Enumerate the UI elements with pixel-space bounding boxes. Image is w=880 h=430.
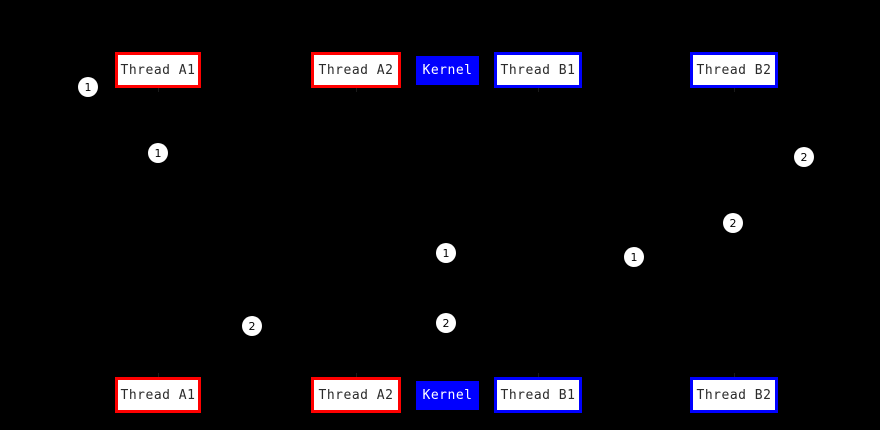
lifeline-tick-a2-top [356,88,357,92]
actor-box-thread-a1-bottom[interactable]: Thread A1 [115,377,201,413]
actor-label-thread-a2-bottom: Thread A2 [318,387,394,403]
actor-label-thread-a1-top: Thread A1 [120,62,196,78]
lifeline-thread-b1 [538,88,539,377]
lifeline-thread-a2 [356,88,357,377]
actor-box-thread-a1-top[interactable]: Thread A1 [115,52,201,88]
sequence-badge-label: 1 [630,250,638,264]
actor-box-thread-b2-bottom[interactable]: Thread B2 [690,377,778,413]
actor-label-thread-b2-bottom: Thread B2 [696,387,772,403]
actor-box-kernel-bottom[interactable]: Kernel [416,381,479,410]
actor-box-thread-a2-top[interactable]: Thread A2 [311,52,401,88]
sequence-badge-label: 2 [729,216,737,230]
actor-label-kernel-bottom: Kernel [422,388,473,403]
message-line-3 [537,215,735,269]
message-line-4 [355,215,735,329]
sequence-badge-label: 2 [800,150,808,164]
sequence-badge: 2 [436,313,456,333]
message-line-1 [157,99,448,246]
actor-label-thread-b1-bottom: Thread B1 [500,387,576,403]
lifeline-tick-a1-bottom [158,373,159,377]
sequence-badge: 2 [242,316,262,336]
sequence-badge: 1 [148,143,168,163]
actor-box-thread-b1-top[interactable]: Thread B1 [494,52,582,88]
sequence-badge: 2 [794,147,814,167]
lifeline-tick-b1-bottom [538,373,539,377]
sequence-badge-label: 1 [442,246,450,260]
actor-box-kernel-top[interactable]: Kernel [416,56,479,85]
sequence-badge: 2 [723,213,743,233]
lifeline-kernel [447,85,448,378]
actor-label-thread-b2-top: Thread B2 [696,62,772,78]
actor-label-thread-b1-top: Thread B1 [500,62,576,78]
actor-box-thread-b1-bottom[interactable]: Thread B1 [494,377,582,413]
message-line-2 [446,261,539,269]
lifeline-tick-a1-top [158,88,159,92]
sequence-badge: 1 [436,243,456,263]
sequence-badge-label: 1 [84,80,92,94]
message-line-5 [157,329,357,367]
sequence-badge: 1 [624,247,644,267]
actor-label-kernel-top: Kernel [422,63,473,78]
actor-label-thread-a1-bottom: Thread A1 [120,387,196,403]
actor-box-thread-a2-bottom[interactable]: Thread A2 [311,377,401,413]
lifeline-tick-b2-bottom [734,373,735,377]
sequence-badge-label: 1 [154,146,162,160]
actor-box-thread-b2-top[interactable]: Thread B2 [690,52,778,88]
lifeline-thread-a1 [158,88,159,377]
lifeline-tick-b1-top [538,88,539,92]
sequence-badge-label: 2 [442,316,450,330]
sequence-badge-label: 2 [248,319,256,333]
lifeline-tick-a2-bottom [356,373,357,377]
lifeline-tick-b2-top [734,88,735,92]
actor-label-thread-a2-top: Thread A2 [318,62,394,78]
sequence-badge: 1 [78,77,98,97]
